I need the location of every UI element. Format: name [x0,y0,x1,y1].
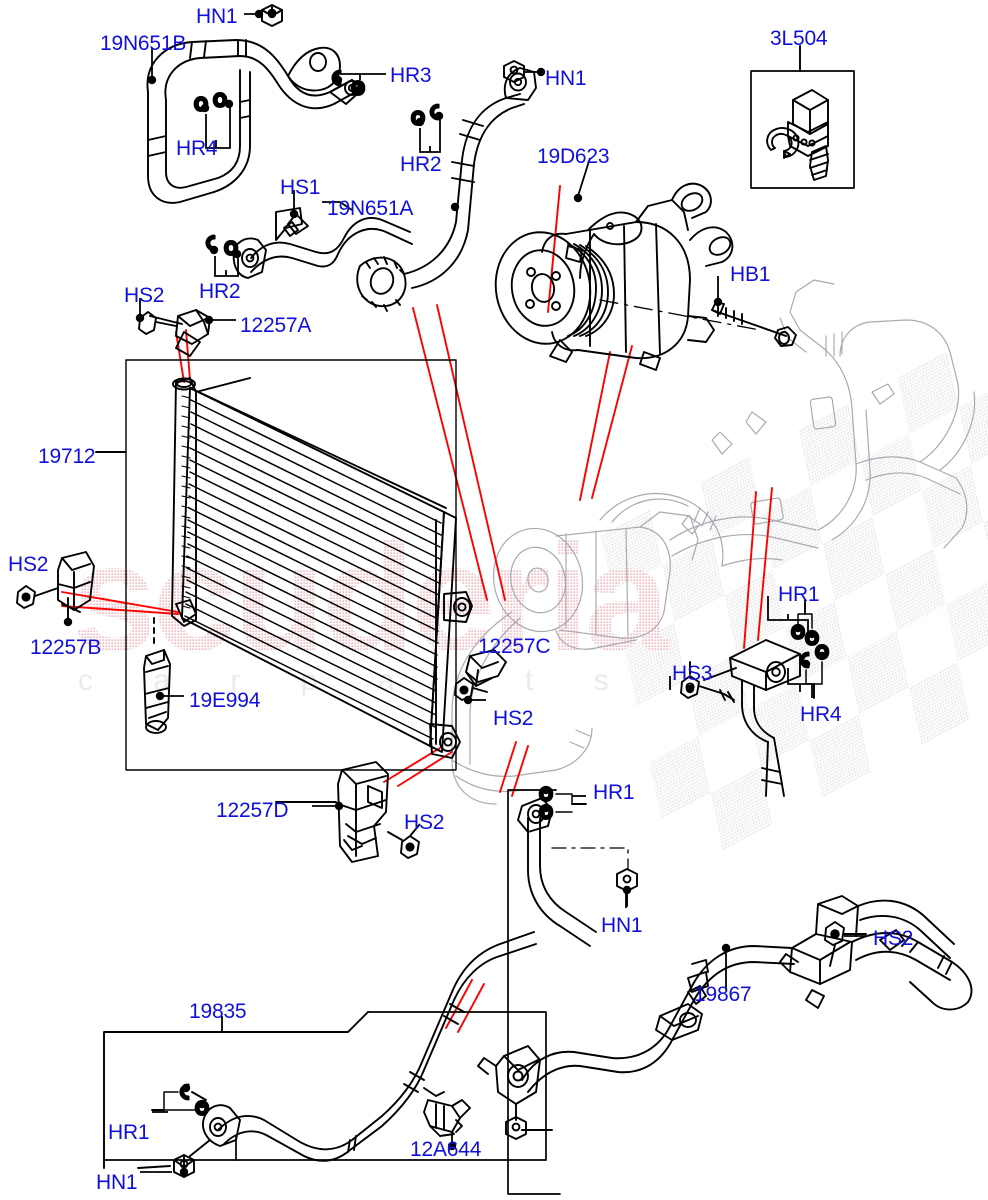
fastener-hn1-mid [551,847,638,907]
callout-hs1: HS1 [280,176,321,199]
part-12257c-bracket [465,649,507,687]
part-19n651b-hose [146,39,365,204]
watermark-tagline: c a r p a r t s [78,664,635,697]
callout-hr3: HR3 [390,64,432,87]
fastener-hs2-bracketd [387,831,420,859]
fastener-hn1-upper-right [503,60,525,83]
callout-hs2-bracketd: HS2 [404,811,445,834]
part-3l504-inset [750,45,855,189]
part-12257a-bracket [149,309,211,357]
fastener-hb1-bolt [711,301,797,347]
callout-19712-condenser: 19712 [38,445,96,468]
callout-12257c: 12257C [478,635,551,658]
ghost-compressor [492,511,699,650]
callout-3l504: 3L504 [770,27,828,50]
callout-hr1-mid: HR1 [593,781,635,804]
callout-hs2-left: HS2 [8,553,49,576]
part-19712-condenser [125,359,473,771]
seal-hr1-bottom-pair [151,1083,210,1116]
callout-hs2-right: HS2 [873,927,914,950]
callout-hs3: HS3 [672,662,713,685]
part-upper-19867-pipe [517,797,597,947]
seal-hr2-top-pair [410,103,440,126]
part-19n651a-hose [232,67,537,312]
fastener-hs2-upper [138,311,177,335]
callout-hr1-bottom: HR1 [108,1121,150,1144]
callout-12257a: 12257A [240,314,312,337]
callout-hn1-bottom: HN1 [96,1171,138,1194]
callout-hs2-upper: HS2 [124,284,165,307]
callout-hs2-mid: HS2 [493,707,534,730]
callout-hb1: HB1 [730,263,771,286]
ghost-lower-pipes [451,727,593,793]
part-19867-line [477,895,973,1140]
part-19d623-compressor [494,182,761,371]
callout-12257b: 12257B [30,636,102,659]
red-reference-lines [61,185,773,1033]
fastener-hs1-screw [283,213,309,237]
seal-hr4-pair [193,92,228,112]
part-19e994-desiccant [143,617,171,734]
fastener-hn1-bottom [137,1154,195,1178]
callout-hr4-right: HR4 [800,703,842,726]
watermark-group: scuderia c a r p a r t s [72,350,988,851]
callout-12257d: 12257D [216,799,289,822]
callout-hr1-right: HR1 [778,583,820,606]
seal-hr4-right-pair [799,644,830,699]
callout-19d623-compressor: 19D623 [537,145,610,168]
part-right-pipe-bracket [703,639,801,797]
seal-hr1-right-pair [790,599,820,646]
callout-19867: 19867 [694,983,752,1006]
callout-12a644-switch: 12A644 [410,1138,482,1161]
callout-19n651b: 19N651B [100,32,187,55]
callout-hn1-top: HN1 [196,5,238,28]
callout-hr2-mid: HR2 [199,280,241,303]
callout-19e994-desiccant: 19E994 [189,689,261,712]
callout-19n651a: 19N651A [327,197,414,220]
foreground-parts [16,4,973,1195]
callout-hn1-upper-right: HN1 [545,67,587,90]
part-12257d-bracket [337,761,389,863]
callout-hr4-top: HR4 [176,137,218,160]
part-19835-line [103,931,547,1169]
checkered-flag-watermark [600,350,988,851]
seal-hr1-mid-pair [538,786,587,820]
callout-hr2-top: HR2 [400,153,442,176]
callout-19835: 19835 [189,1000,247,1023]
part-12257b-bracket [57,551,95,613]
callout-leaders [139,13,866,1173]
callout-hn1-mid: HN1 [601,914,643,937]
